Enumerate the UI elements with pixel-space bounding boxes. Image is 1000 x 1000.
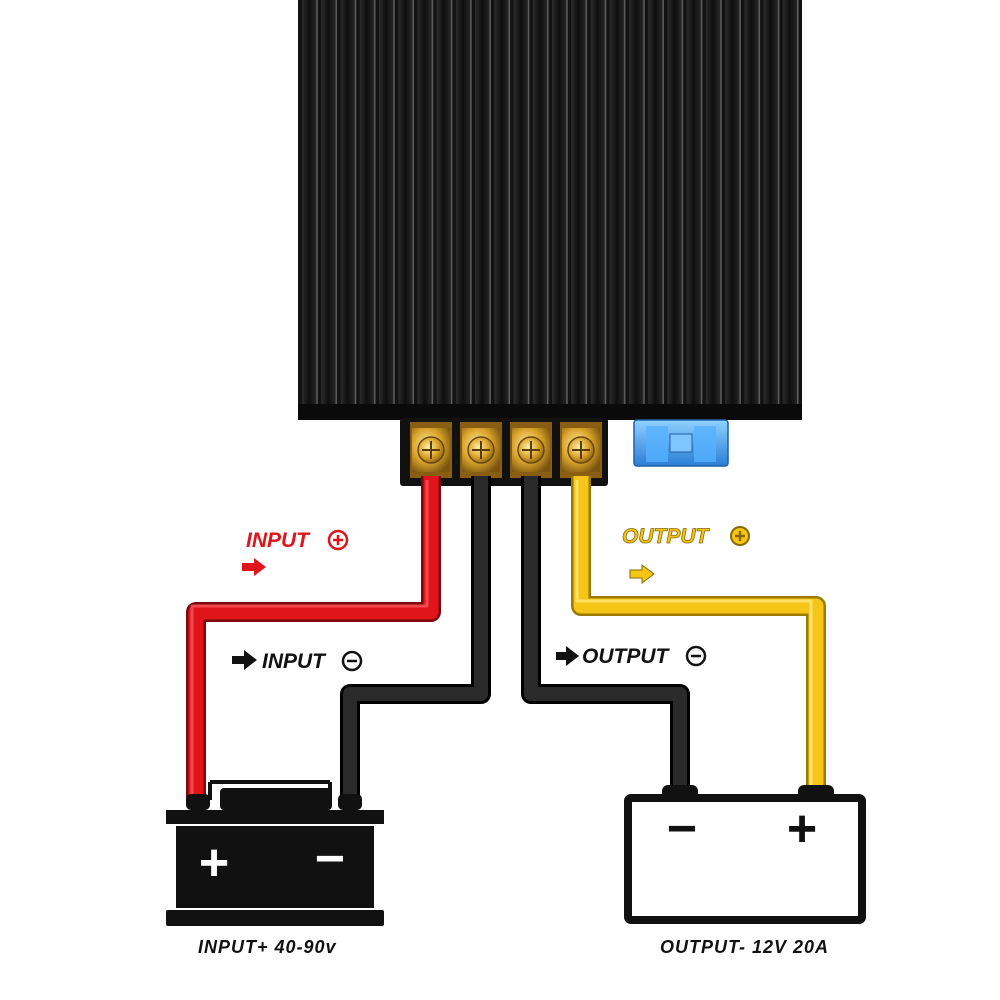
output-battery-caption: OUTPUT- 12V 20A (660, 937, 829, 957)
heatsink-fin (552, 0, 567, 410)
output-battery-plus-symbol: + (787, 800, 817, 858)
heatsink-fin (417, 0, 432, 410)
right-arrow-icon (556, 646, 579, 666)
minus-circle-icon (341, 650, 363, 672)
input-battery: + − (166, 780, 384, 926)
right-arrow-icon (242, 558, 266, 576)
heatsink-fin-highlight (797, 0, 799, 410)
heatsink-fin-highlight (412, 0, 414, 410)
label-output-negative: OUTPUT (556, 645, 707, 668)
terminal-input-positive[interactable] (410, 422, 452, 478)
heatsink-fin (513, 0, 528, 410)
heatsink-fin (763, 0, 778, 410)
output-negative-text: OUTPUT (582, 645, 671, 668)
heatsink-fin-highlight (643, 0, 645, 410)
heatsink-fin-highlight (700, 0, 703, 410)
heatsink-fin-highlight (777, 0, 780, 410)
input-battery-terminal-positive (186, 794, 210, 810)
heatsink-fin (628, 0, 644, 410)
input-battery-plus-symbol: + (199, 834, 229, 892)
terminal-input-negative[interactable] (460, 422, 502, 478)
heatsink-fin-highlight (373, 0, 376, 410)
label-input-positive: INPUT (246, 529, 349, 552)
heatsink-fin (455, 0, 470, 410)
heatsink-fin-highlight (393, 0, 395, 410)
heatsink-fin (475, 0, 490, 410)
wire-input-positive (186, 476, 441, 800)
input-negative-text: INPUT (262, 650, 327, 673)
heatsink-fin-highlight (547, 0, 549, 410)
heatsink-fin-highlight (335, 0, 338, 410)
input-positive-text: INPUT (246, 529, 311, 552)
heatsink-fin-highlight (662, 0, 664, 410)
wire-output-negative (521, 476, 690, 790)
heatsink-fin-highlight (720, 0, 722, 410)
heatsink-fin (436, 0, 451, 410)
heatsink-fin-highlight (739, 0, 741, 410)
heatsink-fin (321, 0, 336, 410)
heatsink-fin (590, 0, 605, 410)
heatsink-fin (686, 0, 701, 410)
output-positive-text: OUTPUT (622, 525, 711, 548)
heatsink-fin (782, 0, 797, 410)
heatsink-fin (398, 0, 413, 410)
input-battery-caption: INPUT+ 40-90v (198, 937, 337, 957)
heatsink-fin-highlight (681, 0, 684, 410)
input-battery-terminal-negative (338, 794, 362, 810)
heatsink-fin-highlight (508, 0, 511, 410)
label-input-negative: INPUT (232, 650, 363, 673)
heatsink-fin-highlight (431, 0, 434, 410)
heatsink-fin (532, 0, 547, 410)
heatsink-fin (744, 0, 759, 410)
heatsink-fin (571, 0, 586, 410)
input-battery-minus-symbol: − (315, 830, 345, 888)
minus-circle-icon (685, 645, 707, 667)
heatsink-fin-highlight (585, 0, 588, 410)
terminal-block (400, 418, 608, 486)
heatsink-fin (725, 0, 740, 410)
heatsink-fin-highlight (316, 0, 318, 410)
output-battery: − + (624, 785, 866, 924)
heatsink-fin (648, 0, 663, 410)
heatsink-fin (667, 0, 682, 410)
blade-fuse-icon[interactable] (633, 419, 729, 467)
heatsink-fin-highlight (527, 0, 530, 410)
label-output-positive: OUTPUT (622, 525, 750, 548)
heatsink-fin (609, 0, 624, 410)
wire-output-positive (571, 476, 826, 790)
heatsink-fin-highlight (604, 0, 607, 410)
terminal-output-positive[interactable] (560, 422, 602, 478)
heatsink-fin (705, 0, 720, 410)
wire-input-negative (340, 476, 491, 800)
heatsink-fins (302, 0, 799, 410)
dc-converter (298, 0, 802, 420)
converter-base-plate (298, 404, 802, 420)
plus-circle-icon (730, 526, 750, 546)
plus-circle-icon (327, 529, 349, 551)
heatsink-fin-highlight (758, 0, 761, 410)
terminal-output-negative[interactable] (510, 422, 552, 478)
heatsink-fin (302, 0, 317, 410)
right-arrow-icon (629, 564, 655, 584)
heatsink-fin-highlight (489, 0, 491, 410)
heatsink-fin (359, 0, 374, 410)
heatsink-fin (340, 0, 355, 410)
heatsink-fin (378, 0, 394, 410)
output-battery-minus-symbol: − (667, 800, 697, 858)
heatsink-fin-highlight (354, 0, 357, 410)
heatsink-fin-highlight (623, 0, 626, 410)
heatsink-fin-highlight (450, 0, 453, 410)
right-arrow-icon (232, 650, 257, 670)
heatsink-fin (494, 0, 509, 410)
heatsink-fin-highlight (566, 0, 568, 410)
heatsink-fin-highlight (470, 0, 472, 410)
